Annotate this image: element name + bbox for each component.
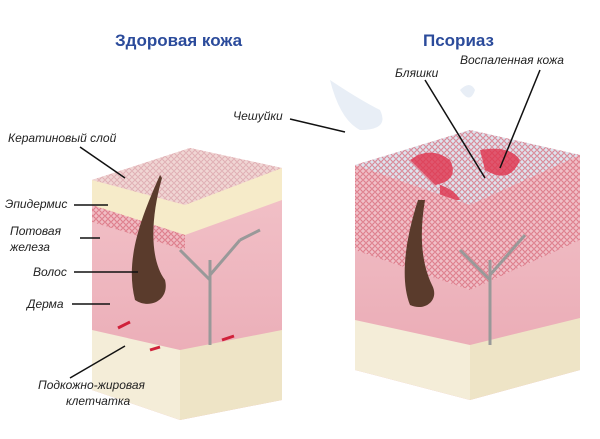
psoriasis-skin-block — [330, 80, 580, 400]
label-subcutaneous-2: клетчатка — [66, 394, 131, 408]
title-psoriasis: Псориаз — [423, 31, 495, 50]
label-hair: Волос — [33, 265, 67, 279]
label-inflamed: Воспаленная кожа — [460, 53, 564, 67]
label-dermis: Дерма — [27, 297, 64, 311]
label-sweat-gland-2: железа — [10, 240, 50, 254]
leader-lines — [69, 69, 541, 379]
healthy-skin-block — [92, 148, 282, 420]
label-epidermis: Эпидермис — [5, 197, 68, 211]
label-keratin: Кератиновый слой — [8, 131, 117, 145]
label-scales: Чешуйки — [233, 109, 283, 123]
title-healthy: Здоровая кожа — [115, 31, 243, 50]
label-plaques: Бляшки — [395, 66, 439, 80]
label-subcutaneous-1: Подкожно-жировая — [38, 378, 145, 392]
label-sweat-gland-1: Потовая — [10, 224, 61, 238]
